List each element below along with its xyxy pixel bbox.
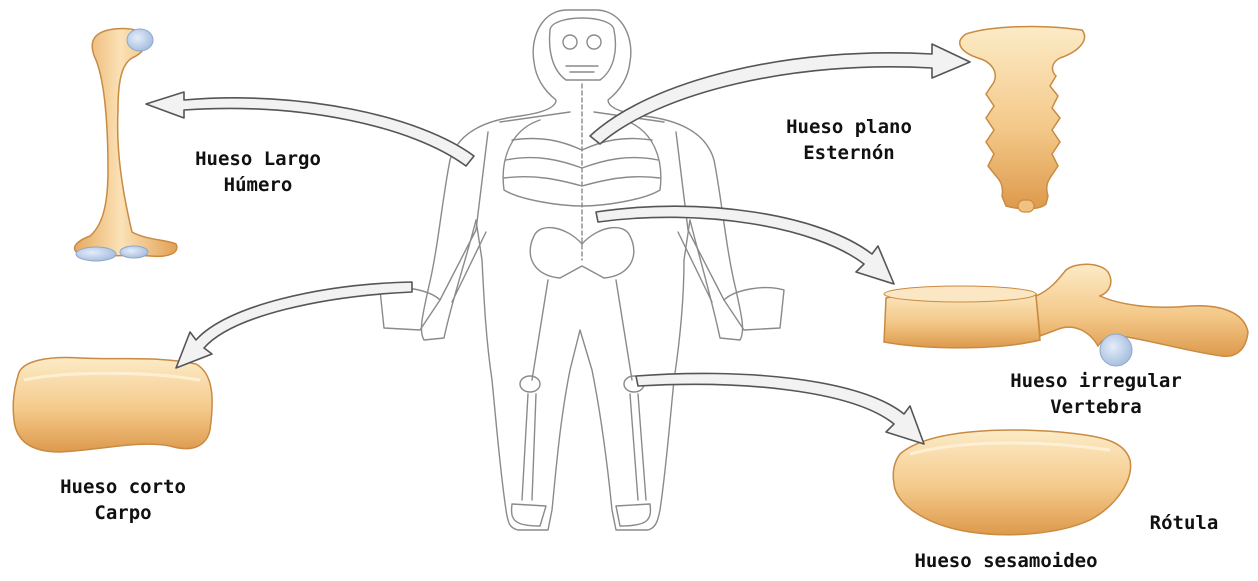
label-sesamoid-bone-line1: Hueso sesamoideo	[866, 548, 1146, 574]
sternum-bone	[960, 27, 1085, 212]
arrow-to-carpal	[176, 282, 412, 368]
label-long-bone-line1: Hueso Largo	[158, 146, 358, 172]
patella-bone	[893, 430, 1130, 535]
label-sesamoid-bone: Hueso sesamoideo	[866, 548, 1146, 574]
skeleton-figure	[380, 10, 784, 530]
label-short-bone-line1: Hueso corto	[28, 474, 218, 500]
arrows	[146, 44, 970, 444]
arrow-to-patella	[636, 373, 924, 444]
label-short-bone-line2: Carpo	[28, 500, 218, 526]
label-irregular-bone-line1: Hueso irregular	[966, 368, 1226, 394]
carpal-bone	[13, 358, 212, 452]
label-patella: Rótula	[1124, 510, 1244, 536]
label-patella-line1: Rótula	[1124, 510, 1244, 536]
humerus-bone	[75, 29, 177, 261]
label-long-bone-line2: Húmero	[158, 172, 358, 198]
label-long-bone: Hueso Largo Húmero	[158, 146, 358, 198]
label-irregular-bone-line2: Vertebra	[966, 394, 1226, 420]
label-irregular-bone: Hueso irregular Vertebra	[966, 368, 1226, 420]
vertebra-bone	[884, 264, 1248, 366]
label-short-bone: Hueso corto Carpo	[28, 474, 218, 526]
label-flat-bone: Hueso plano Esternón	[754, 114, 944, 166]
label-flat-bone-line2: Esternón	[754, 140, 944, 166]
label-flat-bone-line1: Hueso plano	[754, 114, 944, 140]
arrow-to-vertebra	[596, 206, 894, 284]
